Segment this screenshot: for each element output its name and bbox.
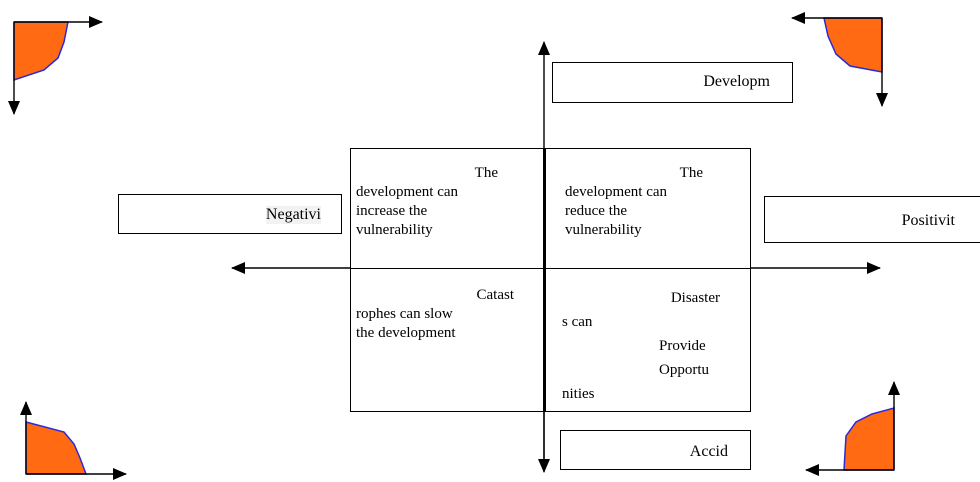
bl-line-1: Catast	[476, 287, 515, 303]
bl-word-can: can	[399, 306, 421, 322]
positive-label: Positivit	[901, 212, 955, 229]
tr-line-4: vulnerability	[565, 222, 642, 238]
tr-word-reduce: reduce	[565, 203, 605, 219]
tr-word-development: development	[565, 184, 643, 200]
quadrant-top-right	[543, 148, 751, 269]
bl-word-slow: slow	[424, 306, 453, 322]
tl-line-1: The	[474, 165, 498, 181]
br-line-2: s can	[562, 314, 593, 330]
development-label-box: Developm	[552, 62, 793, 103]
accident-label: Accid	[689, 443, 728, 460]
quadrant-bottom-right	[543, 268, 751, 412]
quadrant-top-left-text: The development can increase the vulnera…	[356, 164, 536, 240]
negative-label-box: Negativi	[118, 194, 342, 234]
tl-line-4: vulnerability	[356, 222, 433, 238]
tr-word-the: the	[608, 203, 628, 219]
accident-label-box: Accid	[560, 430, 751, 470]
quadrant-top-right-text: The development can reduce the vulnerabi…	[565, 164, 731, 240]
tl-word-can: can	[437, 184, 459, 200]
negative-label: Negativi	[265, 206, 321, 224]
development-label: Developm	[703, 73, 770, 90]
tr-word-can: can	[646, 184, 668, 200]
bl-word-rophes: rophes	[356, 306, 396, 322]
corner-shape-top-left	[8, 16, 103, 115]
tr-line-1: The	[679, 165, 703, 181]
quadrant-bottom-left-text: Catast rophes can slow the development	[356, 286, 514, 343]
br-line-5: nities	[562, 386, 595, 402]
br-line-1: Disaster	[670, 290, 720, 306]
quadrant-bottom-left	[350, 268, 543, 412]
bl-line-3: the development	[356, 325, 456, 341]
br-line-3: Provide	[659, 338, 706, 354]
quadrant-top-left	[350, 148, 543, 269]
tl-word-development: development	[356, 184, 434, 200]
quadrant-bottom-right-text: Disaster s can Provide Opportu nities	[562, 286, 732, 406]
br-line-4: Opportu	[659, 362, 709, 378]
corner-shape-top-right	[791, 12, 888, 107]
corner-shape-bottom-right	[805, 381, 900, 476]
tl-word-increase: increase	[356, 203, 406, 219]
positive-label-box: Positivit	[764, 196, 980, 243]
tl-word-the: the	[408, 203, 428, 219]
corner-shape-bottom-left	[20, 401, 127, 480]
